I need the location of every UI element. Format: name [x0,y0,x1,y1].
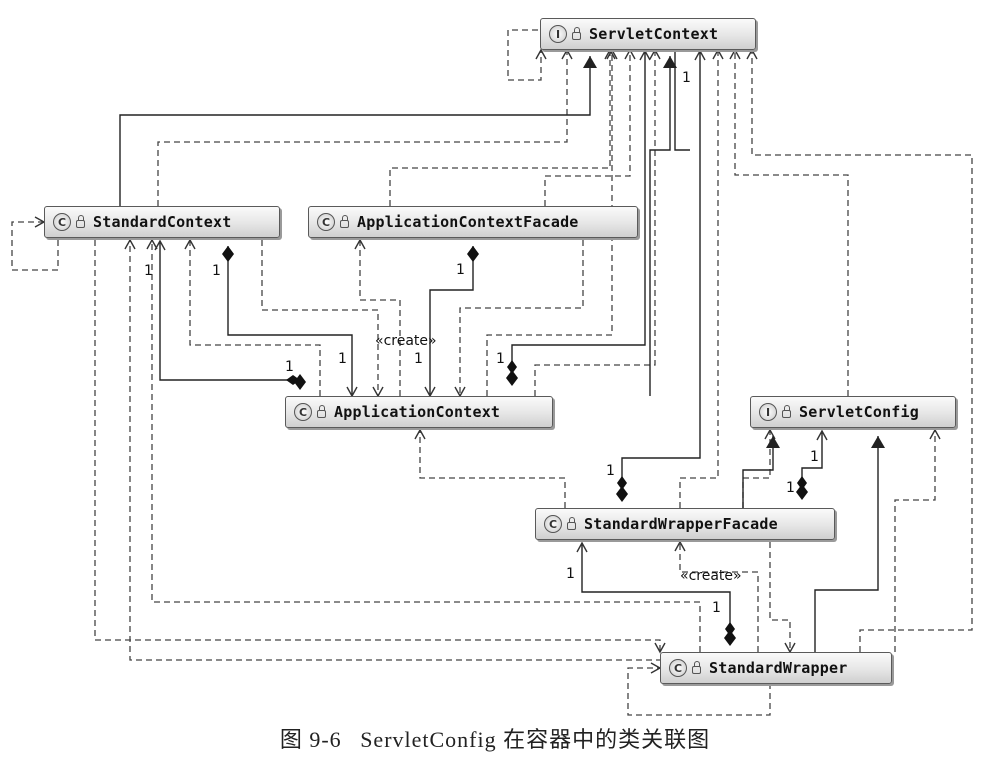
edge-wrapperfacade-servletcontext [679,48,724,508]
edge-servletconfig-servletcontext [729,48,849,396]
edge-appfacade-servletcontext [389,48,616,206]
assoc-wrapperfacade-servletconfig [797,429,828,490]
interface-icon: I [759,403,777,421]
figure-caption: 图 9-6 ServletConfig 在容器中的类关联图 [0,722,990,754]
edge-wrapperfacade-appcontext [414,428,566,508]
edge-standardwrapper-servletconfig [894,428,941,652]
create-stereotype-label: «create» [375,333,437,349]
class-icon: C [317,213,335,231]
class-name: StandardWrapperFacade [584,515,778,533]
multiplicity-label: 1 [606,463,615,479]
edge-wrapper-facade-left [146,238,701,652]
edge-wrapperfacade-servletconfig-gen [742,436,780,508]
multiplicity-label: 1 [786,480,795,496]
assoc-standardcontext-appcontext [154,239,300,385]
class-name: ServletContext [589,25,719,43]
multiplicity-label: 1 [810,449,819,465]
multiplicity-label: 1 [712,600,721,616]
diamond-2 [467,246,479,262]
class-servletconfig[interactable]: I ServletConfig [750,396,956,428]
edge-standardcontext-standardwrapper [94,240,666,654]
class-standardcontext[interactable]: C StandardContext [44,206,280,238]
figure-number: 图 9-6 [279,727,342,752]
lock-icon [692,661,701,674]
figure-title: ServletConfig 在容器中的类关联图 [360,727,711,752]
edge-appfacade-servletcontext-2 [544,48,636,206]
class-applicationcontextfacade[interactable]: C ApplicationContextFacade [308,206,638,238]
multiplicity-label: 1 [212,263,221,279]
lock-icon [567,517,576,530]
edge-appcontext-appfacade [354,238,401,396]
edge-standardwrapper-self [627,662,771,716]
create-stereotype-label: «create» [680,568,742,584]
multiplicity-label: 1 [566,566,575,582]
edge-standardcontext-servletcontext-gen [119,56,597,206]
multiplicity-label: 1 [338,351,347,367]
class-applicationcontext[interactable]: C ApplicationContext [285,396,553,428]
edge-appfacade-appcontext [454,240,584,398]
multiplicity-label: 1 [144,263,153,279]
class-name: ApplicationContextFacade [357,213,579,231]
class-icon: C [294,403,312,421]
multiplicity-label: 1 [496,351,505,367]
edge-standardwrapper-standardcontext [124,238,662,661]
multiplicity-label: 1 [414,351,423,367]
class-icon: C [669,659,687,677]
edge-standardwrapper-wrapperfacade [674,540,759,652]
assoc-servletcontext-appfacade [674,51,690,151]
diamond-5 [616,486,628,502]
edge-standardcontext-servletcontext [157,48,573,206]
assoc-appfacade-appcontext [424,246,478,398]
diamond-7 [724,630,736,646]
assoc-standardcontext-appcontext-2 [223,246,358,398]
edge-wrapperfacade-standardwrapper [769,542,796,654]
edge-standardwrapper-servletcontext [746,48,973,652]
lock-icon [317,405,326,418]
class-standardwrapper[interactable]: C StandardWrapper [660,652,892,684]
multiplicity-label: 1 [456,262,465,278]
assoc-standardwrapper-wrapperfacade [576,541,735,636]
edge-standardwrapper-servletconfig-gen [814,436,885,652]
class-icon: C [544,515,562,533]
edge-appcontext-standardcontext [184,238,321,396]
lock-icon [572,27,581,40]
lock-icon [76,215,85,228]
class-standardwrapperfacade[interactable]: C StandardWrapperFacade [535,508,835,540]
diamond-4 [506,370,518,386]
diamond-6 [796,484,808,500]
class-name: ApplicationContext [334,403,501,421]
edge-appcontext-servletcontext-gen [649,56,677,396]
class-servletcontext[interactable]: I ServletContext [540,18,756,50]
class-name: StandardWrapper [709,659,848,677]
edge-wrapperfacade-servletconfig [742,428,776,508]
class-name: StandardContext [93,213,232,231]
multiplicity-label: 1 [285,359,294,375]
interface-icon: I [549,25,567,43]
class-icon: C [53,213,71,231]
lock-icon [340,215,349,228]
edge-standardcontext-self [11,216,59,271]
diamond-1 [222,246,234,262]
class-name: ServletConfig [799,403,919,421]
multiplicity-label: 1 [682,70,691,86]
assoc-wrapperfacade-servletcontext [617,49,706,490]
diamond-3 [294,374,306,390]
lock-icon [782,405,791,418]
